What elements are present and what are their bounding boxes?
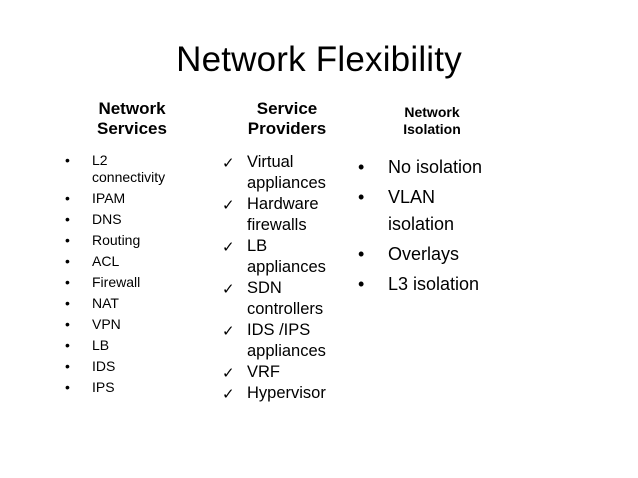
- list-item-label: L3 isolation: [388, 274, 480, 294]
- bullet-icon: •: [65, 152, 70, 168]
- bullet-icon: •: [65, 337, 70, 353]
- list-item-label: IPS: [92, 379, 115, 395]
- list-item-label: LB: [92, 337, 110, 353]
- checkmark-icon: ✓: [222, 364, 235, 382]
- list-item: • L3 isolation: [358, 271, 518, 298]
- list-item: • No isolation: [358, 154, 518, 181]
- list-item: • IPAM: [65, 190, 205, 207]
- list-item-label: DNS: [92, 211, 122, 227]
- slide-title: Network Flexibility: [176, 40, 462, 79]
- network-services-header: Network Services: [82, 99, 182, 139]
- list-item: ✓ Virtual appliances: [222, 152, 347, 194]
- list-item-label: ACL: [92, 253, 120, 269]
- list-item: • VPN: [65, 316, 205, 333]
- bullet-icon: •: [65, 358, 70, 374]
- list-item-label: No isolation: [388, 157, 483, 177]
- header-line: Providers: [247, 119, 327, 138]
- list-item-label: NAT: [92, 295, 119, 311]
- checkmark-icon: ✓: [222, 196, 235, 214]
- header-line: Network: [404, 104, 460, 120]
- bullet-icon: •: [358, 244, 365, 264]
- bullet-icon: •: [65, 379, 70, 395]
- list-item: • IPS: [65, 379, 205, 396]
- network-isolation-header: Network Isolation: [382, 104, 482, 138]
- list-item: • DNS: [65, 211, 205, 228]
- list-item-label: Overlays: [388, 244, 460, 264]
- list-item: • Overlays: [358, 241, 518, 268]
- list-item-label: Hardware firewalls: [247, 195, 319, 234]
- bullet-icon: •: [65, 190, 70, 206]
- list-item: ✓ SDN controllers: [222, 278, 347, 320]
- list-item: • IDS: [65, 358, 205, 375]
- list-item: ✓ Hardware firewalls: [222, 194, 347, 236]
- bullet-icon: •: [65, 316, 70, 332]
- bullet-icon: •: [358, 187, 365, 207]
- checkmark-icon: ✓: [222, 322, 235, 340]
- bullet-icon: •: [358, 157, 365, 177]
- checkmark-icon: ✓: [222, 238, 235, 256]
- bullet-icon: •: [358, 274, 365, 294]
- list-item-label: VRF: [247, 363, 280, 381]
- list-item: ✓ IDS /IPS appliances: [222, 320, 347, 362]
- bullet-icon: •: [65, 295, 70, 311]
- list-item-label: IPAM: [92, 190, 126, 206]
- list-item: • ACL: [65, 253, 205, 270]
- list-item-label: Firewall: [92, 274, 141, 290]
- service-providers-header: Service Providers: [232, 99, 342, 139]
- list-item-label: IDS: [92, 358, 116, 374]
- bullet-icon: •: [65, 211, 70, 227]
- list-item-label: Hypervisor: [247, 384, 326, 402]
- list-item-label: LB appliances: [247, 237, 326, 276]
- list-item: • NAT: [65, 295, 205, 312]
- header-line: Services: [97, 119, 167, 138]
- list-item: ✓ LB appliances: [222, 236, 347, 278]
- list-item-label: IDS /IPS appliances: [247, 321, 326, 360]
- list-item: ✓ VRF: [222, 362, 347, 383]
- bullet-icon: •: [65, 253, 70, 269]
- checkmark-icon: ✓: [222, 280, 235, 298]
- bullet-icon: •: [65, 232, 70, 248]
- list-item: ✓ Hypervisor: [222, 383, 347, 404]
- header-line: Isolation: [403, 121, 461, 137]
- list-item-label: VPN: [92, 316, 121, 332]
- list-item-label: Virtual appliances: [247, 153, 326, 192]
- list-item: • LB: [65, 337, 205, 354]
- checkmark-icon: ✓: [222, 154, 235, 172]
- bullet-icon: •: [65, 274, 70, 290]
- service-providers-list: ✓Virtual appliances ✓Hardware firewalls …: [222, 152, 347, 404]
- list-item-label: Routing: [92, 232, 141, 248]
- list-item: • Routing: [65, 232, 205, 249]
- list-item: • Firewall: [65, 274, 205, 291]
- header-line: Network: [98, 99, 166, 118]
- header-line: Service: [256, 99, 318, 118]
- checkmark-icon: ✓: [222, 385, 235, 403]
- list-item-label: SDN controllers: [247, 279, 324, 318]
